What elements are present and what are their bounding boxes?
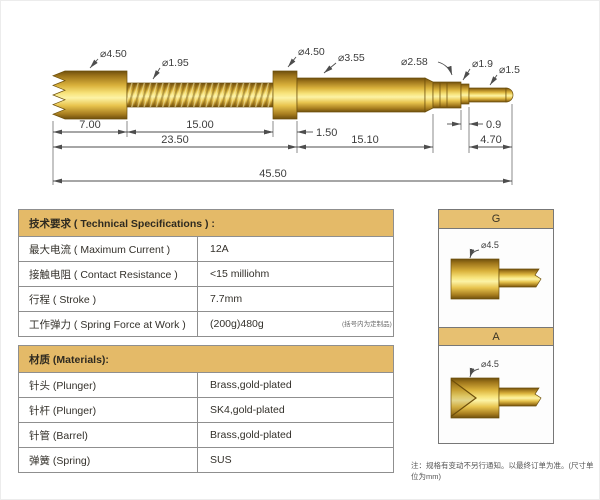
table-row: 工作弹力 ( Spring Force at Work ) (200g)480g bbox=[18, 311, 394, 337]
pin-head-serrated bbox=[52, 70, 128, 120]
table-row: 接触电阻 ( Contact Resistance ) <15 milliohm bbox=[18, 261, 394, 287]
dim-head-length: 7.00 bbox=[79, 119, 100, 131]
variant-a-dia-label: ⌀4.5 bbox=[481, 359, 499, 369]
spec-label: 接触电阻 ( Contact Resistance ) bbox=[18, 261, 198, 287]
material-label: 弹簧 (Spring) bbox=[18, 447, 198, 473]
variant-g-drawing: ⌀4.5 bbox=[450, 240, 542, 300]
footer-note: 注：规格有变动不另行通知。以最终订单为准。(尺寸单位为mm) bbox=[411, 461, 594, 481]
pin-thread-coils bbox=[127, 83, 273, 107]
material-value: SK4,gold-plated bbox=[197, 397, 394, 423]
spec-footnote: (括号内为定制品) bbox=[342, 321, 392, 328]
label-dia-spring: ⌀1.95 bbox=[162, 57, 189, 69]
pin-technical-drawing: ⌀4.50 ⌀1.95 ⌀4.50 ⌀3.55 ⌀2.58 ⌀1.9 ⌀1.5 bbox=[52, 46, 520, 185]
pin-flange bbox=[272, 70, 298, 120]
dim-flange-width: 1.50 bbox=[316, 127, 337, 139]
variant-a-drawing: ⌀4.5 bbox=[450, 359, 542, 419]
variant-g-shaft bbox=[498, 268, 542, 288]
dim-barrel-length: 15.10 bbox=[351, 134, 379, 146]
material-label: 针头 (Plunger) bbox=[18, 372, 198, 398]
label-dia-head: ⌀4.50 bbox=[100, 48, 127, 60]
table-header-row: 技术要求 ( Technical Specifications ) : bbox=[18, 209, 394, 237]
variant-a-concave-notch bbox=[450, 379, 478, 417]
material-value: SUS bbox=[197, 447, 394, 473]
pin-step bbox=[460, 83, 470, 105]
variant-g-dia-label: ⌀4.5 bbox=[481, 240, 499, 250]
spec-table-title: 技术要求 ( Technical Specifications ) : bbox=[18, 209, 394, 237]
table-row: 弹簧 (Spring) SUS bbox=[18, 447, 394, 473]
table-header-row: 材质 (Materials): bbox=[18, 345, 394, 373]
spec-value: 7.7mm bbox=[197, 286, 394, 312]
pin-body bbox=[52, 70, 514, 120]
pin-plunger-rod bbox=[468, 87, 507, 103]
pin-barrel-taper bbox=[424, 77, 434, 113]
pin-barrel bbox=[296, 77, 426, 113]
material-label: 针杆 (Plunger) bbox=[18, 397, 198, 423]
dim-tip-length: 4.70 bbox=[480, 134, 501, 146]
label-dia-tip: ⌀1.5 bbox=[499, 64, 520, 76]
spec-label: 最大电流 ( Maximum Current ) bbox=[18, 236, 198, 262]
dimension-lines: 7.00 15.00 1.50 0.9 23.50 15.10 4.70 45.… bbox=[53, 119, 512, 184]
spec-value: <15 milliohm bbox=[197, 261, 394, 287]
label-dia-barrel: ⌀3.55 bbox=[338, 52, 365, 64]
materials-table: 材质 (Materials): 针头 (Plunger) Brass,gold-… bbox=[18, 345, 394, 473]
label-dia-collar: ⌀2.58 bbox=[401, 56, 428, 68]
pin-rounded-tip bbox=[505, 87, 514, 103]
table-row: 行程 ( Stroke ) 7.7mm bbox=[18, 286, 394, 312]
variant-g-head bbox=[450, 258, 500, 300]
variant-a-header: A bbox=[439, 327, 553, 346]
table-row: 最大电流 ( Maximum Current ) 12A bbox=[18, 236, 394, 262]
material-value: Brass,gold-plated bbox=[197, 422, 394, 448]
label-dia-flange: ⌀4.50 bbox=[298, 46, 325, 58]
diameter-labels: ⌀4.50 ⌀1.95 ⌀4.50 ⌀3.55 ⌀2.58 ⌀1.9 ⌀1.5 bbox=[89, 46, 520, 86]
spec-label: 行程 ( Stroke ) bbox=[18, 286, 198, 312]
dim-spring-length: 15.00 bbox=[186, 119, 214, 131]
spec-value: 12A bbox=[197, 236, 394, 262]
materials-table-title: 材质 (Materials): bbox=[18, 345, 394, 373]
table-row: 针管 (Barrel) Brass,gold-plated bbox=[18, 422, 394, 448]
spec-value: (200g)480g bbox=[197, 311, 394, 337]
spec-label: 工作弹力 ( Spring Force at Work ) bbox=[18, 311, 198, 337]
dim-step-length: 0.9 bbox=[486, 119, 501, 131]
table-row: 针头 (Plunger) Brass,gold-plated bbox=[18, 372, 394, 398]
label-dia-step: ⌀1.9 bbox=[472, 58, 493, 70]
technical-specifications-table: 技术要求 ( Technical Specifications ) : 最大电流… bbox=[18, 209, 394, 337]
dim-front-length: 23.50 bbox=[161, 134, 189, 146]
table-row: 针杆 (Plunger) SK4,gold-plated bbox=[18, 397, 394, 423]
variant-a-shaft bbox=[498, 387, 542, 407]
dim-total-length: 45.50 bbox=[259, 168, 287, 180]
variant-g-header: G bbox=[439, 210, 553, 229]
material-value: Brass,gold-plated bbox=[197, 372, 394, 398]
material-label: 针管 (Barrel) bbox=[18, 422, 198, 448]
